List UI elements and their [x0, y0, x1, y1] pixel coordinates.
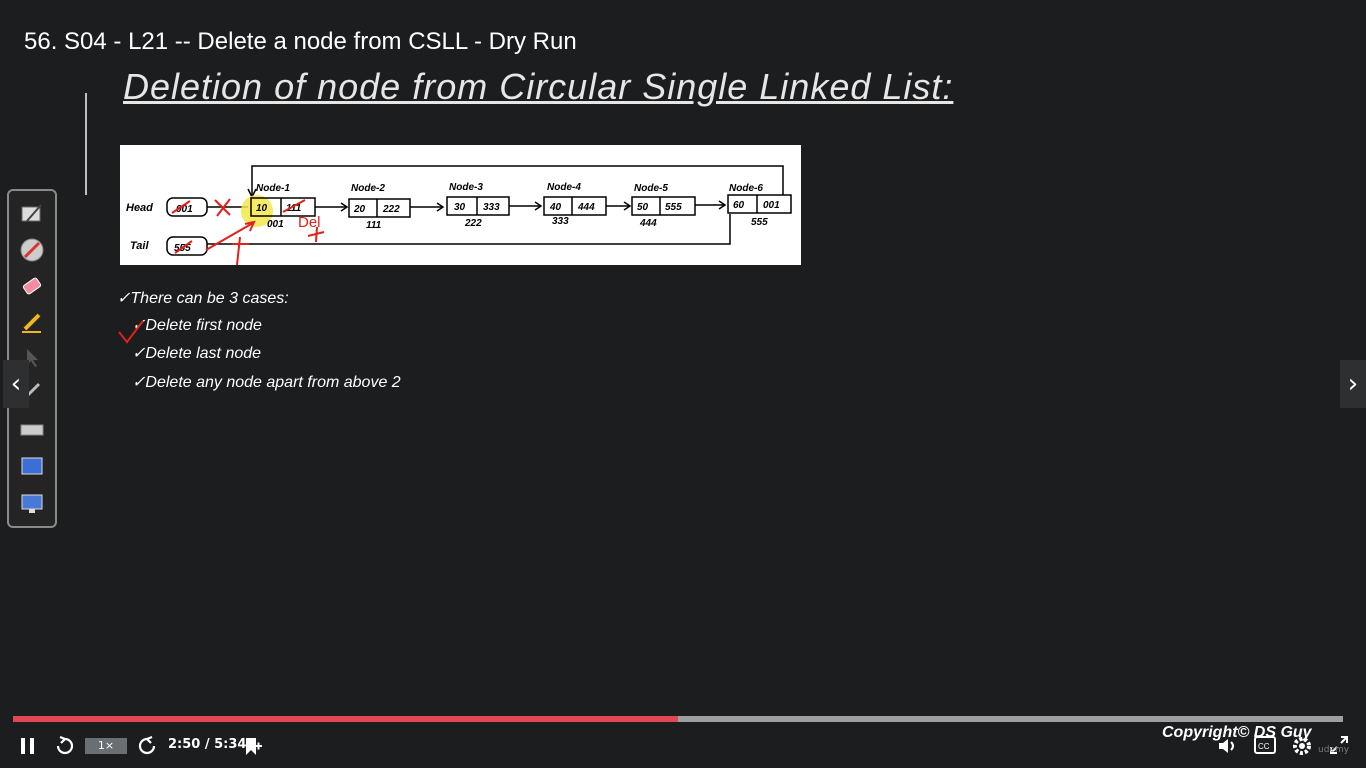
node-1: Node-1 10 111 001	[250, 183, 349, 230]
settings-button[interactable]	[1291, 735, 1313, 761]
pause-icon	[21, 738, 34, 754]
cursor-highlight	[241, 195, 273, 227]
player-controls: 1× 2:50 / 5:34 CC	[0, 728, 1366, 768]
marker-icon[interactable]	[19, 237, 45, 263]
rewind-icon	[56, 735, 74, 755]
del-annotation: Del	[298, 214, 321, 231]
node-next: 444	[577, 202, 595, 213]
node-address: 333	[552, 216, 569, 227]
cases-intro: There can be 3 cases:	[130, 290, 289, 307]
red-annotations	[171, 198, 325, 265]
linked-list-diagram: Head Tail 001 555 Node-1 10 111 001 Node…	[120, 145, 801, 265]
node-next: 001	[763, 200, 780, 211]
node-data: 40	[549, 202, 562, 213]
node-address: 111	[366, 220, 382, 231]
chevron-left-icon: ‹	[10, 369, 22, 399]
node-next: 333	[483, 202, 500, 213]
forward-icon	[138, 735, 156, 755]
add-bookmark-button[interactable]	[243, 736, 263, 760]
node-address: 444	[639, 218, 657, 229]
checkmark-icon: ✓	[117, 290, 131, 307]
case-item-2: ✓Delete last node	[132, 343, 261, 363]
pen-tool-icon[interactable]	[19, 201, 45, 227]
loop-back-line	[251, 165, 784, 195]
captions-icon: CC	[1254, 736, 1276, 754]
cases-intro-item: ✓There can be 3 cases:	[117, 288, 289, 308]
node-3: Node-3 30 333 222	[446, 182, 543, 229]
svg-text:CC: CC	[1258, 742, 1270, 751]
highlighter-icon[interactable]	[19, 309, 45, 335]
slide-heading: Deletion of node from Circular Single Li…	[123, 66, 954, 107]
node-name: Node-6	[729, 183, 763, 194]
red-check-mark	[118, 320, 144, 344]
monitor-icon[interactable]	[19, 491, 45, 517]
node-name: Node-3	[449, 182, 483, 193]
node-data: 10	[256, 203, 268, 214]
time-display: 2:50 / 5:34	[168, 737, 247, 752]
checkmark-icon: ✓	[132, 345, 146, 362]
progress-fill	[13, 716, 678, 722]
progress-bar[interactable]	[13, 716, 1343, 722]
next-lecture-button[interactable]: ›	[1340, 360, 1366, 408]
pointer-icon[interactable]	[19, 345, 45, 371]
node-next: 222	[382, 204, 400, 215]
tail-label: Tail	[130, 240, 149, 252]
bookmark-add-icon	[246, 738, 262, 755]
node-data: 50	[637, 202, 649, 213]
volume-icon	[1219, 739, 1234, 753]
volume-button[interactable]	[1217, 736, 1239, 760]
annotation-toolbar	[7, 189, 57, 528]
tail-line	[206, 214, 731, 245]
pause-button[interactable]	[20, 737, 36, 759]
node-name: Node-5	[634, 183, 668, 194]
chevron-right-icon: ›	[1347, 369, 1359, 399]
udemy-watermark: udemy	[1318, 745, 1350, 755]
screen-icon[interactable]	[19, 454, 45, 480]
node-data: 60	[733, 200, 745, 211]
head-value: 001	[176, 204, 193, 215]
keyboard-icon[interactable]	[19, 417, 45, 443]
node-name: Node-1	[256, 183, 290, 194]
node-next: 555	[665, 202, 682, 213]
case-item-1: ✓Delete first node	[132, 315, 262, 335]
previous-lecture-button[interactable]: ‹	[3, 360, 29, 408]
node-2: Node-2 20 222 111	[348, 183, 445, 231]
expand-icon	[1330, 736, 1348, 754]
case-text: Delete first node	[145, 317, 262, 334]
node-6: Node-6 60 001 555	[727, 183, 792, 228]
node-next: 111	[286, 203, 302, 214]
case-text: Delete last node	[145, 345, 262, 362]
case-item-3: ✓Delete any node apart from above 2	[132, 372, 401, 392]
case-text: Delete any node apart from above 2	[145, 374, 401, 391]
lecture-title: 56. S04 - L21 -- Delete a node from CSLL…	[24, 28, 577, 55]
forward-button[interactable]	[137, 735, 157, 760]
node-address: 222	[464, 218, 482, 229]
node-name: Node-2	[351, 183, 385, 194]
node-5: Node-5 50 555 444	[631, 183, 727, 229]
node-data: 30	[454, 202, 466, 213]
node-name: Node-4	[547, 182, 581, 193]
fullscreen-button[interactable]	[1329, 735, 1349, 759]
playback-speed-button[interactable]: 1×	[85, 738, 127, 754]
divider-line	[85, 93, 87, 195]
node-address: 001	[267, 219, 284, 230]
node-address: 555	[751, 217, 768, 228]
node-4: Node-4 40 444 333	[543, 182, 632, 227]
rewind-button[interactable]	[55, 735, 75, 760]
gear-icon	[1293, 737, 1311, 755]
eraser-icon[interactable]	[19, 273, 45, 299]
head-label: Head	[126, 202, 153, 214]
node-data: 20	[353, 204, 366, 215]
checkmark-icon: ✓	[132, 374, 146, 391]
captions-button[interactable]: CC	[1254, 736, 1276, 758]
